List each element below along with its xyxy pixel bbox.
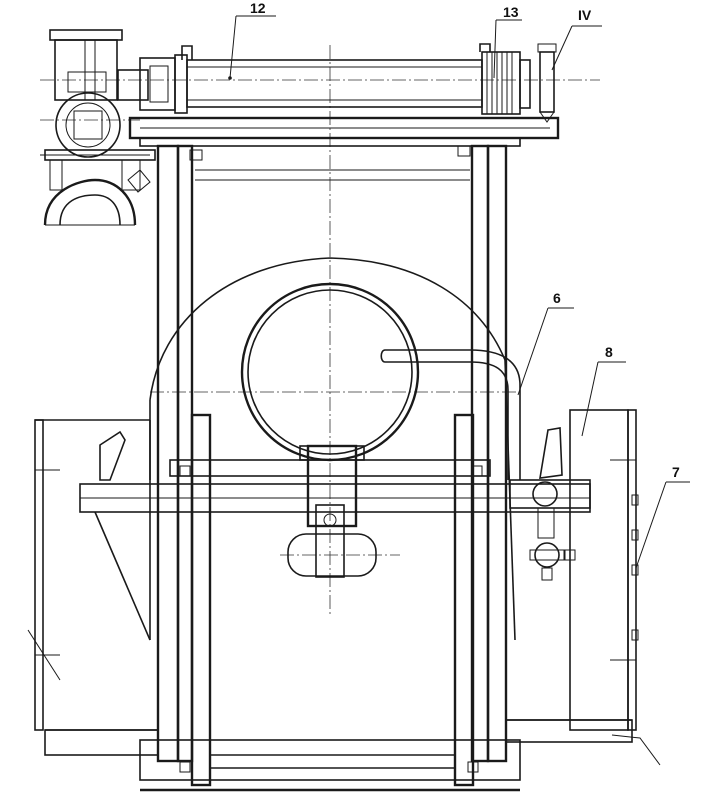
callout-label-12: 12 <box>250 0 266 16</box>
cross-beam <box>79 444 591 578</box>
spring-coil <box>481 51 521 115</box>
right-housing <box>505 409 661 766</box>
drum <box>149 257 516 641</box>
callout-label-7: 7 <box>672 464 680 480</box>
callout-label-6: 6 <box>553 290 561 306</box>
center-lines <box>40 45 600 615</box>
top-beam <box>128 116 560 181</box>
pipe-assembly <box>469 349 591 581</box>
callout-8: 8 <box>581 344 626 437</box>
callout-6: 6 <box>517 290 574 396</box>
callout-label-iv: IV <box>578 7 592 23</box>
drive-assembly <box>40 29 156 226</box>
valve-iv <box>537 43 557 123</box>
frame-columns <box>156 144 508 787</box>
callout-iv: IV <box>551 7 602 71</box>
left-housing <box>27 419 159 756</box>
callouts: 12 13 IV 6 8 7 <box>228 0 690 569</box>
callout-label-8: 8 <box>605 344 613 360</box>
callout-12: 12 <box>228 0 276 80</box>
callout-label-13: 13 <box>503 4 519 20</box>
callout-7: 7 <box>635 464 690 569</box>
top-shaft <box>117 43 557 123</box>
callout-13: 13 <box>493 4 522 79</box>
base <box>139 739 521 792</box>
